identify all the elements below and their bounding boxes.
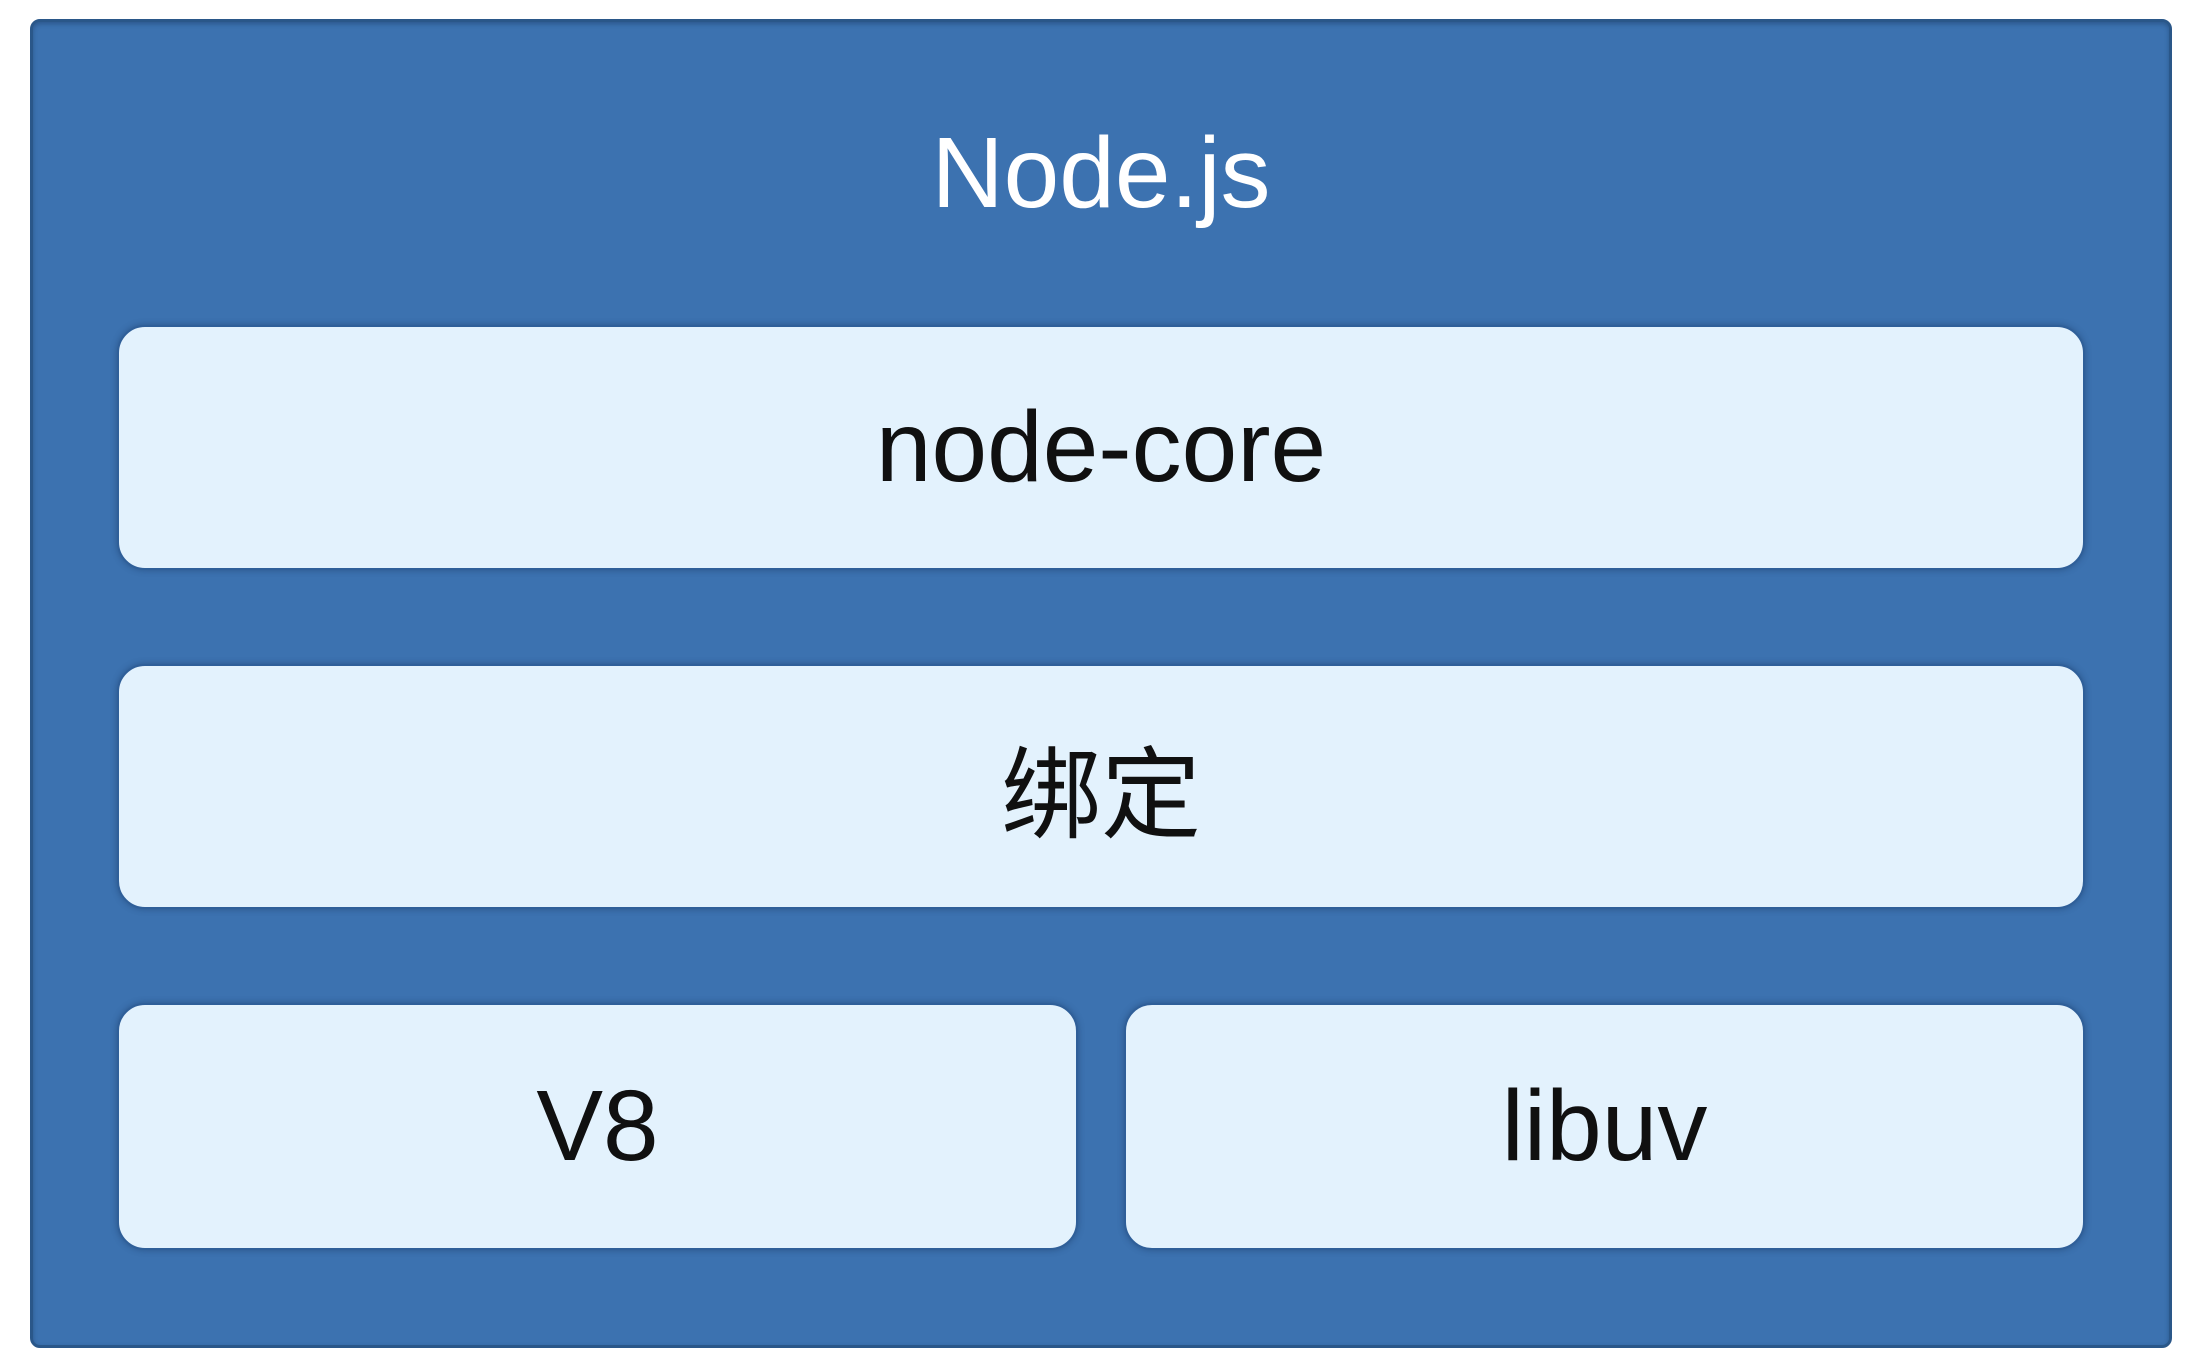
panel-title: Node.js — [931, 117, 1271, 229]
nodejs-architecture-panel: Node.js node-core 绑定 V8 libuv — [30, 19, 2172, 1348]
layer-bindings: 绑定 — [117, 664, 2085, 909]
runtime-layer-row: V8 libuv — [117, 1003, 2085, 1250]
layer-node-core: node-core — [117, 325, 2085, 570]
layer-v8: V8 — [117, 1003, 1078, 1250]
layer-libuv: libuv — [1124, 1003, 2085, 1250]
